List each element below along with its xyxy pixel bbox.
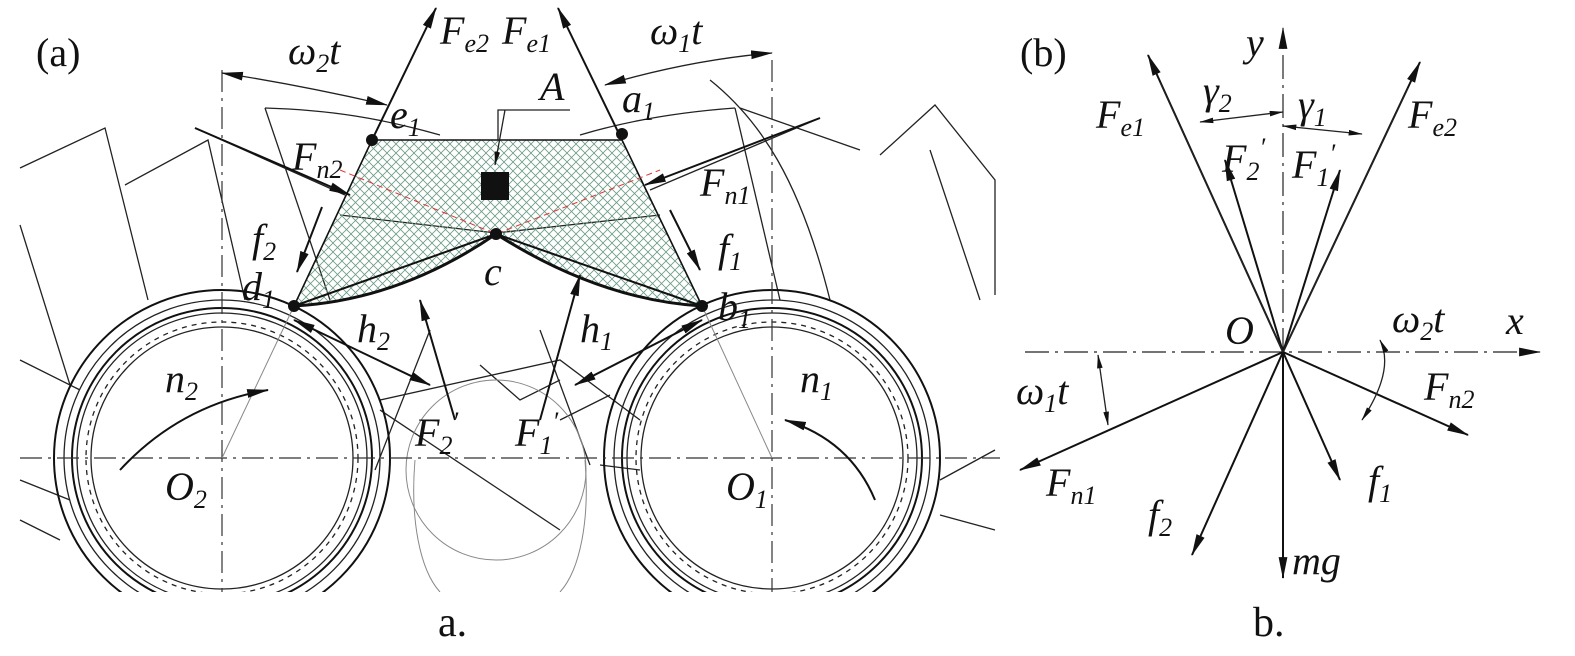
label-b-gamma1: γ1	[1298, 82, 1327, 132]
panel-b-vectors	[1018, 53, 1470, 580]
label-A: A	[537, 64, 565, 109]
label-b-Fn1: Fn1	[1045, 460, 1096, 510]
panel-a-caption: a.	[438, 600, 467, 646]
label-e1: e1	[390, 92, 421, 142]
label-c: c	[484, 249, 502, 294]
label-Fn1: Fn1	[699, 160, 750, 210]
label-F1prime: F1′	[514, 407, 558, 460]
panel-a: (a) Fe2 Fe1 ω2t ω1t A e1 a1 Fn2 Fn1 f2 f…	[19, 7, 1000, 592]
label-Fe1: Fe1	[501, 8, 551, 58]
label-w1t: ω1t	[650, 8, 703, 58]
mass-point-A	[481, 172, 509, 200]
label-f2: f2	[252, 216, 276, 266]
label-b-gamma2: γ2	[1203, 68, 1232, 118]
label-n2: n2	[165, 356, 198, 406]
label-d1: d1	[242, 264, 275, 314]
panel-a-tag: (a)	[36, 30, 80, 75]
label-b-f2: f2	[1148, 492, 1172, 542]
label-b-y: y	[1242, 20, 1264, 65]
label-n1: n1	[800, 356, 833, 406]
label-b-F2prime: F2′	[1221, 133, 1265, 186]
label-b-Fe2: Fe2	[1407, 92, 1457, 142]
label-w2t: ω2t	[288, 28, 341, 78]
force-vectors	[194, 7, 821, 421]
label-h1: h1	[580, 306, 613, 356]
panel-b: (b) y x O Fe1 Fe2 γ2 γ1 F2′	[1016, 20, 1542, 583]
label-Fn2: Fn2	[291, 134, 342, 184]
label-f1: f1	[718, 226, 742, 276]
label-b-w2t: ω2t	[1392, 296, 1445, 346]
label-b-x: x	[1505, 298, 1524, 343]
label-a1: a1	[622, 76, 655, 126]
label-b-f1: f1	[1368, 458, 1392, 508]
label-O1: O1	[726, 464, 768, 514]
label-F2prime: F2′	[414, 407, 458, 460]
label-b-Fn2: Fn2	[1423, 364, 1474, 414]
n1-rotation-arrow	[783, 419, 876, 501]
label-h2: h2	[357, 306, 390, 356]
label-b-mg: mg	[1292, 538, 1341, 583]
label-b-O: O	[1225, 308, 1254, 353]
center-lines	[20, 60, 1000, 592]
label-O2: O2	[165, 464, 207, 514]
label-b-w1t: ω1t	[1016, 368, 1069, 418]
panel-b-caption: b.	[1253, 600, 1285, 646]
panel-b-tag: (b)	[1020, 30, 1067, 75]
label-b-F1prime: F1′	[1291, 139, 1335, 192]
n2-rotation-arrow	[119, 389, 270, 471]
label-Fe2: Fe2	[439, 8, 489, 58]
label-b1: b1	[718, 284, 751, 334]
label-b-Fe1: Fe1	[1095, 92, 1145, 142]
points	[288, 128, 708, 312]
